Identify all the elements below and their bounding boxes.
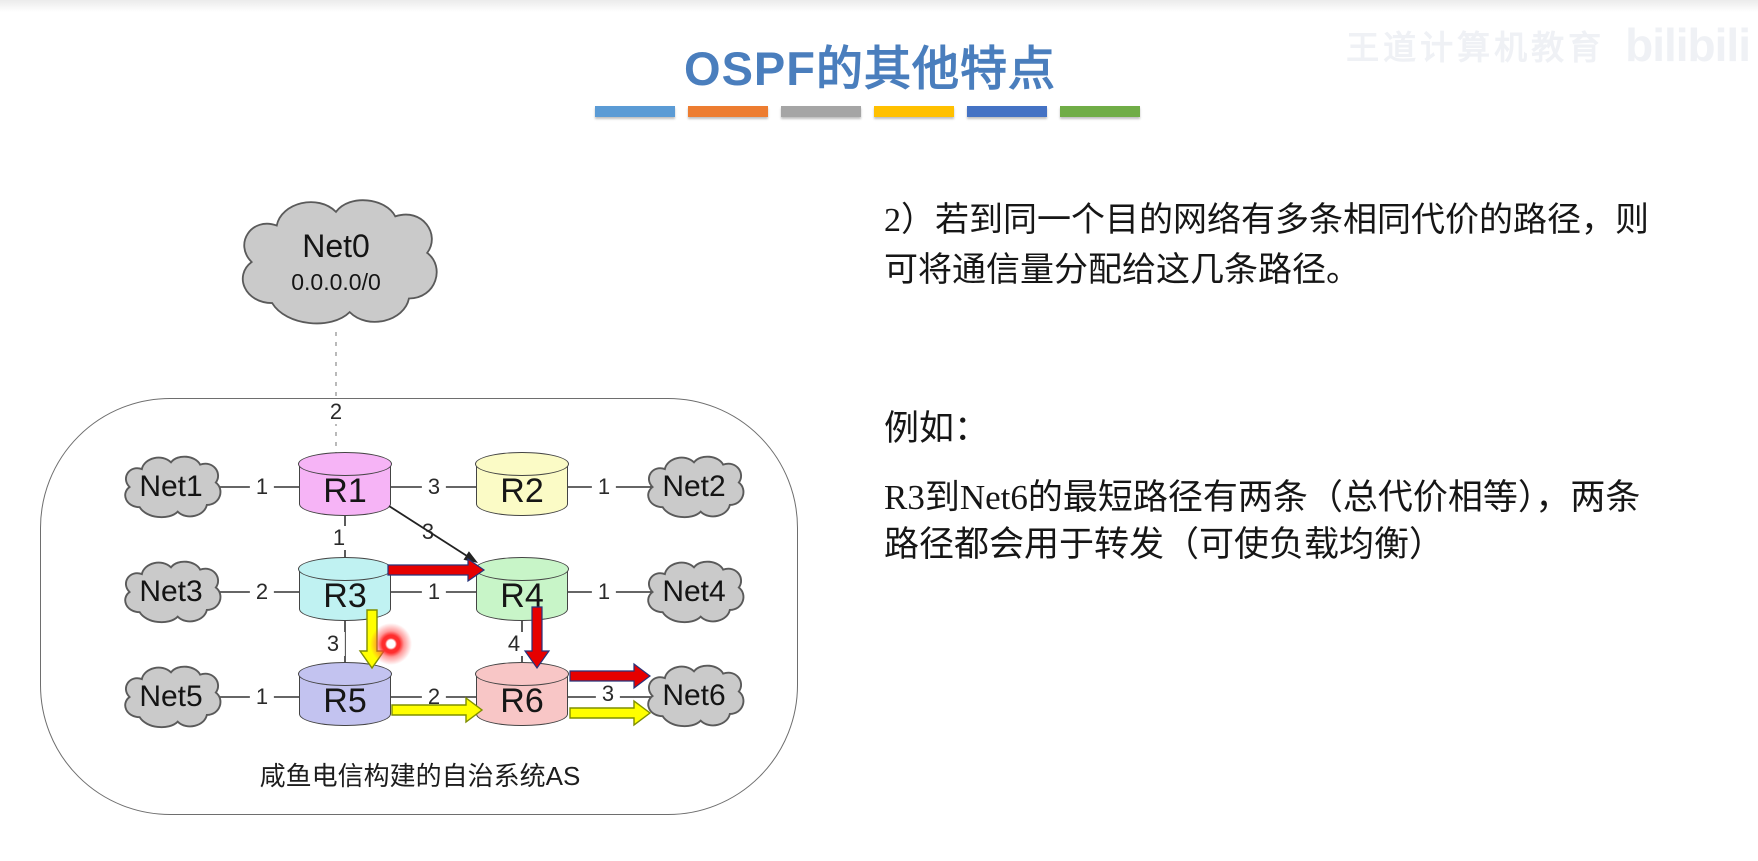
router-label: R5 (323, 681, 367, 720)
watermark-brand-text: 王道计算机教育 (1346, 29, 1606, 66)
cost-net0-r1: 2 (323, 400, 349, 424)
cost-net3-r3: 2 (249, 580, 275, 604)
router-label: R4 (500, 576, 544, 615)
accent-bar (1060, 106, 1140, 117)
cost-net5-r5: 1 (249, 685, 275, 709)
cloud-label: Net0 0.0.0.0/0 (222, 188, 450, 336)
net0-subnet: 0.0.0.0/0 (291, 269, 381, 295)
accent-bar (874, 106, 954, 117)
autonomous-system-boundary (40, 398, 798, 815)
router-r6: R6 (475, 662, 569, 726)
cloud-label: Net3 (139, 575, 203, 608)
router-r4: R4 (475, 557, 569, 621)
cost-r2-net2: 1 (591, 475, 617, 499)
example-label: 例如： (884, 409, 990, 448)
router-r3: R3 (298, 557, 392, 621)
bilibili-logo: bilibili (1625, 19, 1751, 71)
router-r5: R5 (298, 662, 392, 726)
net0-name: Net0 (302, 228, 370, 264)
cost-r1-r3: 1 (326, 526, 352, 550)
cloud-label: Net2 (662, 470, 726, 503)
cloud-net1: Net1 (115, 451, 227, 523)
note-line: 2）若到同一个目的网络有多条相同代价的路径，则 (884, 202, 1649, 239)
cloud-label: Net5 (139, 680, 203, 713)
router-label: R2 (500, 471, 544, 510)
cloud-net5: Net5 (115, 661, 227, 733)
note-line: 可将通信量分配给这几条路径。 (884, 252, 1360, 289)
note-example: R3到Net6的最短路径有两条（总代价相等），两条 路径都会用于转发（可使负载均… (884, 474, 1640, 568)
cost-r4-r6: 4 (501, 632, 527, 656)
accent-bar (595, 106, 675, 117)
laser-pointer-dot (369, 622, 413, 666)
accent-bar (781, 106, 861, 117)
cloud-net0: Net0 0.0.0.0/0 (222, 188, 450, 336)
cost-net1-r1: 1 (249, 475, 275, 499)
cloud-label: Net1 (139, 470, 203, 503)
cost-r5-r6: 2 (421, 685, 447, 709)
cloud-label: Net6 (662, 679, 726, 712)
cost-r3-r5: 3 (320, 632, 346, 656)
cost-r3-r4: 1 (421, 580, 447, 604)
page-title: OSPF的其他特点 (684, 42, 1056, 95)
note-line: 路径都会用于转发（可使负载均衡） (884, 525, 1445, 564)
title-accent-bars (595, 106, 1140, 117)
note-line: R3到Net6的最短路径有两条（总代价相等），两条 (884, 478, 1641, 517)
as-caption: 咸鱼电信构建的自治系统AS (259, 761, 581, 791)
top-fade (0, 0, 1758, 12)
cloud-net2: Net2 (638, 451, 750, 523)
cloud-label: Net4 (662, 575, 726, 608)
router-r2: R2 (475, 452, 569, 516)
cost-r1-r4: 3 (415, 520, 441, 544)
cloud-net4: Net4 (638, 556, 750, 628)
accent-bar (688, 106, 768, 117)
cost-r6-net6: 3 (595, 682, 621, 706)
network-topology-diagram: Net0 0.0.0.0/0 Net1 Net2 Net3 Net4 Net5 … (0, 0, 840, 861)
cost-r1-r2: 3 (421, 475, 447, 499)
cloud-net3: Net3 (115, 556, 227, 628)
router-label: R3 (323, 576, 367, 615)
cloud-net6: Net6 (638, 660, 750, 732)
video-watermark: 王道计算机教育 bilibili (1346, 18, 1751, 72)
router-label: R1 (323, 471, 367, 510)
router-r1: R1 (298, 452, 392, 516)
note-equal-cost-paths: 2）若到同一个目的网络有多条相同代价的路径，则 可将通信量分配给这几条路径。 (884, 196, 1649, 296)
router-label: R6 (500, 681, 544, 720)
accent-bar (967, 106, 1047, 117)
cost-r4-net4: 1 (591, 580, 617, 604)
